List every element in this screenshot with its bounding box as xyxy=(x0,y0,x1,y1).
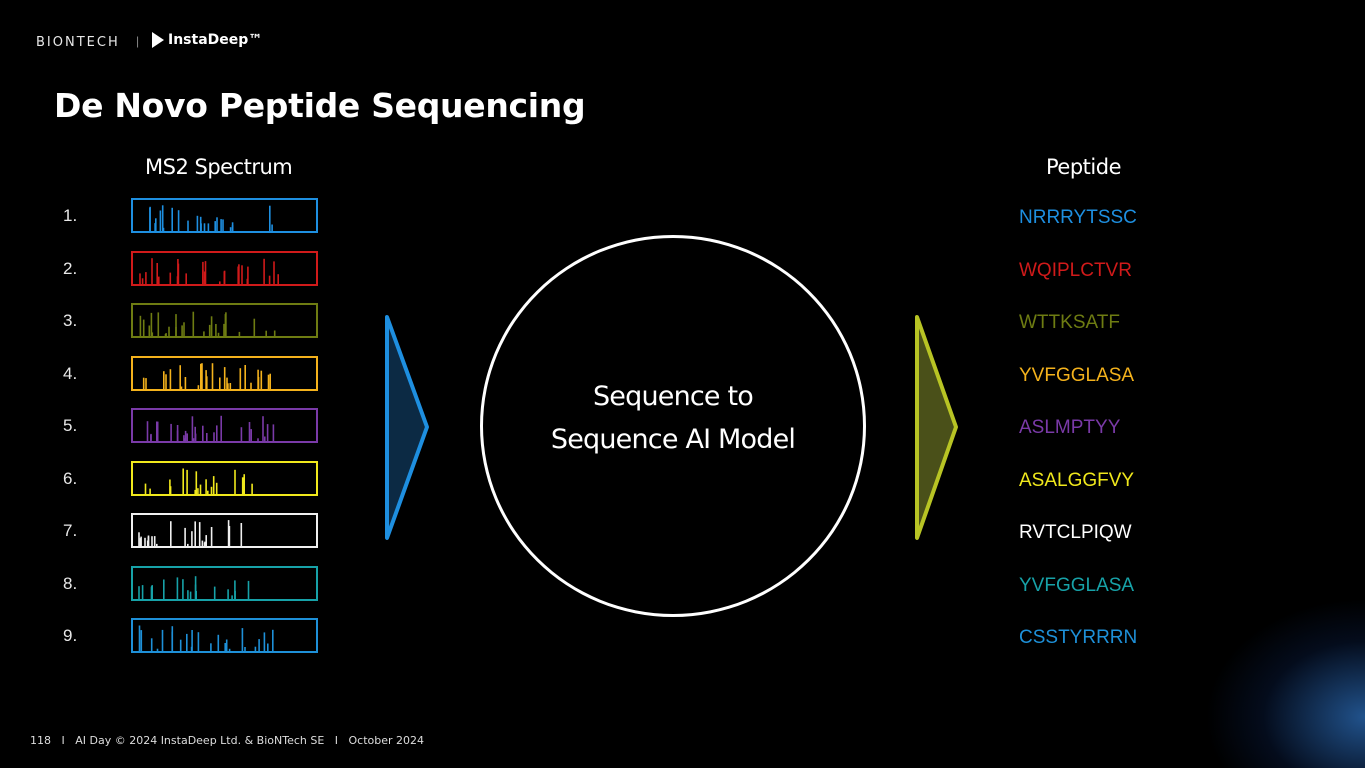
row-index: 7. xyxy=(63,521,78,540)
instadeep-play-icon xyxy=(152,32,164,48)
row-index: 9. xyxy=(63,626,78,645)
instadeep-wordmark: InstaDeep™ xyxy=(168,32,263,48)
spectrum-box xyxy=(131,303,318,338)
model-label-line2: Sequence AI Model xyxy=(550,424,796,455)
ms2-spectrum-heading: MS2 Spectrum xyxy=(145,155,293,179)
row-index: 1. xyxy=(63,206,78,225)
peptide-sequence: RVTCLPIQW xyxy=(1019,522,1132,543)
row-index: 5. xyxy=(63,416,78,435)
row-index: 3. xyxy=(63,311,78,330)
spectrum-box xyxy=(131,198,318,233)
peptide-sequence: ASALGGFVY xyxy=(1019,469,1135,491)
page-title: De Novo Peptide Sequencing xyxy=(54,86,586,125)
peptide-sequence: WQIPLCTVR xyxy=(1019,259,1132,281)
footer-text: 118 I AI Day © 2024 InstaDeep Ltd. & Bio… xyxy=(30,734,425,747)
spectrum-box xyxy=(131,250,318,286)
model-circle xyxy=(480,235,866,617)
model-label-line1: Sequence to xyxy=(592,381,754,412)
peptide-heading: Peptide xyxy=(1046,155,1121,179)
row-index: 8. xyxy=(63,573,78,593)
row-index: 2. xyxy=(63,258,78,278)
peptide-sequence: ASLMPTYY xyxy=(1019,417,1121,438)
model-label: Sequence to Sequence AI Model xyxy=(480,375,866,461)
peptide-sequence: CSSTYRRRN xyxy=(1019,627,1138,648)
input-arrow-icon xyxy=(385,315,429,540)
spectrum-box xyxy=(131,355,318,391)
row-index: 4. xyxy=(63,363,78,383)
peptide-sequence: YVFGGLASA xyxy=(1019,574,1135,596)
row-index: 6. xyxy=(63,468,78,488)
spectrum-box xyxy=(131,513,318,548)
output-arrow-icon xyxy=(915,315,958,540)
peptide-sequence: WTTKSATF xyxy=(1019,312,1120,333)
logo-separator: | xyxy=(136,34,140,48)
spectrum-box xyxy=(131,408,318,443)
spectrum-box xyxy=(131,565,318,601)
spectrum-box xyxy=(131,460,318,496)
instadeep-logo: InstaDeep™ xyxy=(152,32,262,48)
biontech-logo: BIONTECH xyxy=(36,35,120,50)
spectrum-box xyxy=(131,618,318,653)
decorative-particles xyxy=(1205,598,1365,768)
peptide-sequence: YVFGGLASA xyxy=(1019,364,1135,386)
peptide-sequence: NRRRYTSSC xyxy=(1019,207,1137,228)
